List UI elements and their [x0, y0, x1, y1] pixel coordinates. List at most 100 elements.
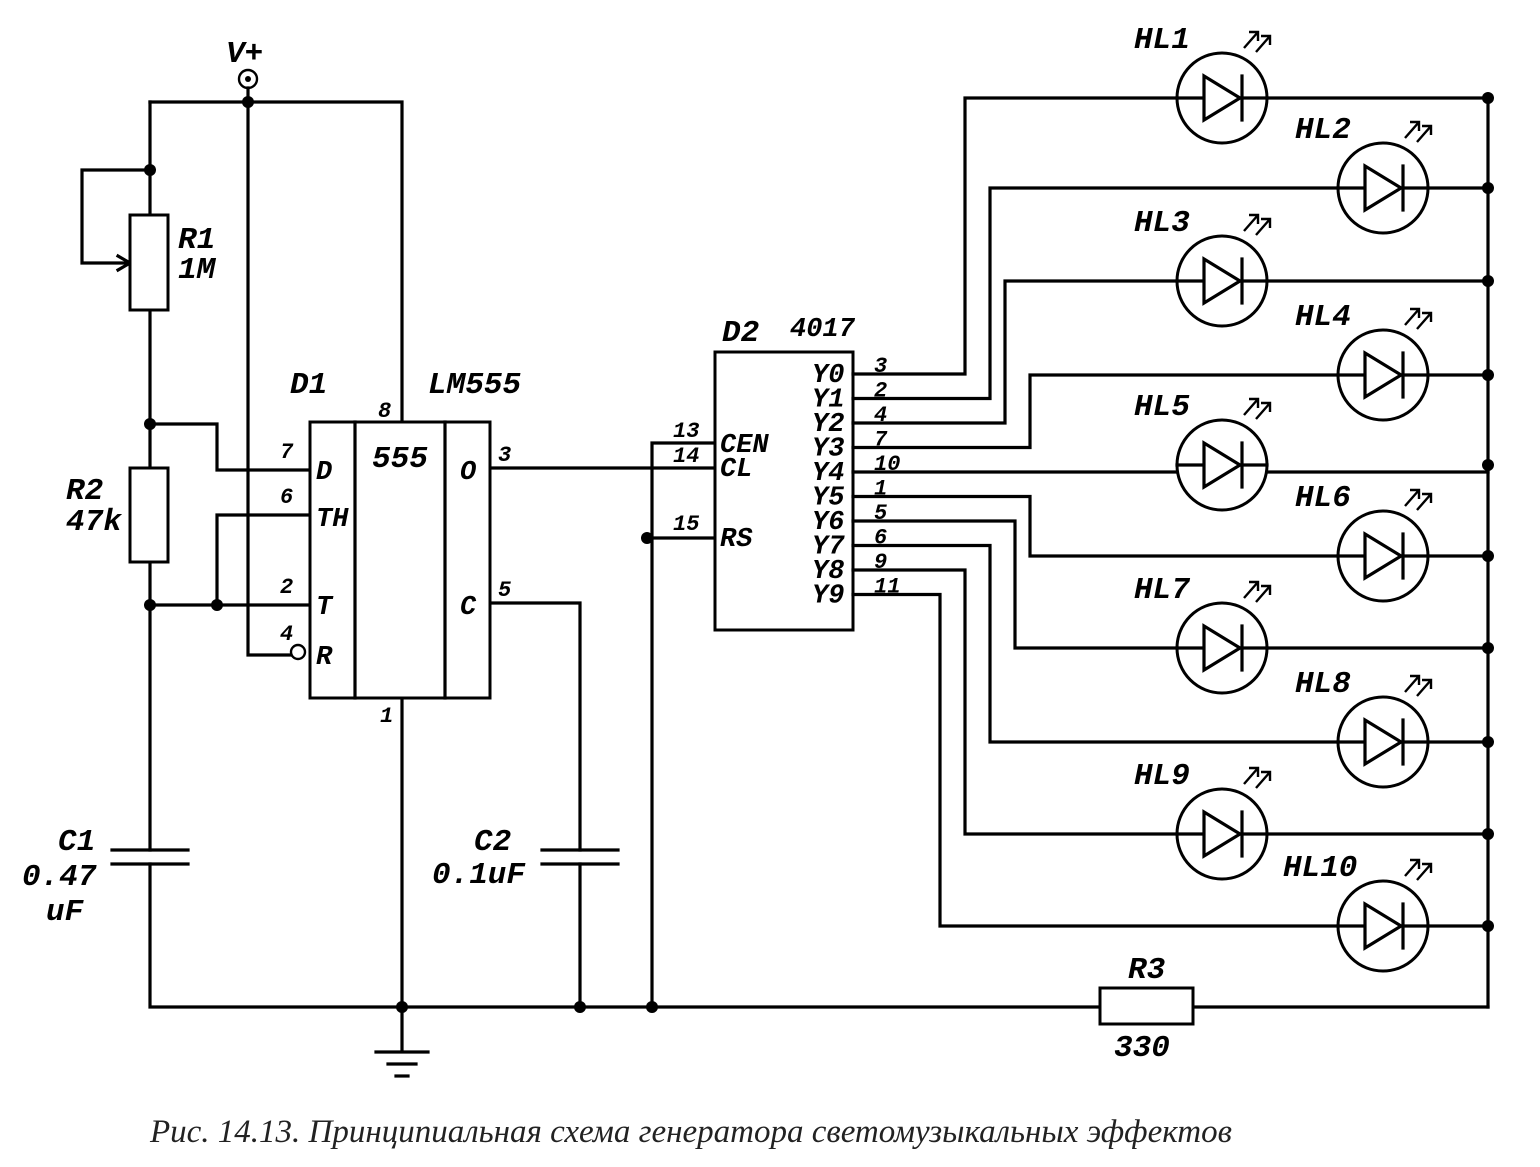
d2-ref: D2 — [722, 316, 759, 351]
d2-output-name-y0: Y0 — [812, 361, 844, 391]
led-rail-junction — [1482, 182, 1494, 194]
d2-part: 4017 — [790, 315, 856, 345]
led-rail-junction — [1482, 920, 1494, 932]
d1-pin-7-name: D — [316, 458, 332, 488]
d1-pin-7-num: 7 — [280, 440, 294, 465]
d2-output-name-y7: Y7 — [812, 533, 845, 563]
light-arrow-icon — [1255, 217, 1272, 236]
resistor-r2: R2 47k — [66, 466, 170, 564]
light-arrow-icon — [1404, 488, 1421, 507]
d1-pin-4-num: 4 — [280, 622, 293, 647]
d1-reset-inversion-circle — [289, 643, 307, 661]
r2-ref: R2 — [66, 474, 103, 509]
d1-pin-2-num: 2 — [280, 575, 293, 600]
light-arrow-icon — [1243, 766, 1260, 785]
led-label-hl6: HL6 — [1295, 481, 1351, 516]
output-wire-y5 — [851, 494, 1490, 558]
led-rail-junction — [1482, 642, 1494, 654]
led-label-hl9: HL9 — [1134, 759, 1190, 794]
light-arrow-icon — [1255, 34, 1272, 53]
ground-symbol — [374, 1050, 430, 1078]
d2-output-name-y3: Y3 — [812, 435, 844, 465]
led-rail-junction — [1482, 369, 1494, 381]
c2-ref: C2 — [474, 825, 511, 860]
led-label-hl5: HL5 — [1134, 390, 1190, 425]
supply-label: V+ — [226, 37, 263, 72]
light-arrow-icon — [1255, 770, 1272, 789]
r2-value: 47k — [66, 505, 122, 540]
led-hl9: HL9 — [1134, 759, 1494, 881]
output-wire-y9 — [851, 592, 1490, 928]
led-rail-junction — [1482, 550, 1494, 562]
diode-triangle-icon — [1363, 350, 1405, 400]
d2-pin-rs-name: RS — [720, 525, 753, 555]
c1-unit: uF — [46, 895, 85, 930]
capacitor-c2: C2 0.1uF — [432, 825, 620, 893]
led-rail-junction — [1482, 92, 1494, 104]
led-hl8: HL8 — [1295, 667, 1494, 789]
light-arrow-icon — [1416, 492, 1433, 511]
r1-ref: R1 — [178, 223, 215, 258]
d1-pin-3-name: O — [460, 458, 476, 488]
output-wire-y3 — [851, 373, 1490, 450]
d2-pin-15-num: 15 — [673, 512, 699, 537]
light-arrow-icon — [1243, 580, 1260, 599]
d1-pin-2-name: T — [316, 593, 334, 623]
led-label-hl8: HL8 — [1295, 667, 1351, 702]
led-label-hl7: HL7 — [1134, 573, 1190, 608]
diode-triangle-icon — [1202, 440, 1244, 490]
led-label-hl1: HL1 — [1134, 23, 1190, 58]
d2-pin-13-num: 13 — [673, 419, 699, 444]
figure-caption: Рис. 14.13. Принципиальная схема генерат… — [149, 1114, 1232, 1150]
d1-pin-bottom: 1 — [380, 704, 393, 729]
d1-pin-top: 8 — [378, 399, 391, 424]
ic-d1-555: D1 LM555 555 8 1 7 D 6 TH 2 T 4 R 3 O 5 … — [280, 368, 521, 729]
light-arrow-icon — [1404, 674, 1421, 693]
resistor-r1: R1 1M — [128, 213, 217, 312]
d2-output-name-y1: Y1 — [812, 386, 844, 416]
led-hl1: HL1 — [1134, 23, 1494, 145]
light-arrow-icon — [1416, 311, 1433, 330]
d2-output-name-y8: Y8 — [812, 557, 844, 587]
d2-pin-cen-name: CEN — [720, 431, 769, 461]
d2-pin-14-num: 14 — [673, 444, 699, 469]
led-hl4: HL4 — [1295, 300, 1494, 422]
light-arrow-icon — [1404, 858, 1421, 877]
r1-value: 1M — [178, 253, 217, 288]
d2-output-name-y5: Y5 — [812, 484, 844, 514]
d2-output-name-y6: Y6 — [812, 508, 844, 538]
diode-triangle-icon — [1363, 531, 1405, 581]
output-wire-y1 — [851, 186, 1490, 401]
led-hl10: HL10 — [1283, 851, 1494, 973]
led-rail-junction — [1482, 275, 1494, 287]
led-label-hl2: HL2 — [1295, 113, 1351, 148]
light-arrow-icon — [1404, 307, 1421, 326]
light-arrow-icon — [1243, 30, 1260, 49]
led-label-hl3: HL3 — [1134, 206, 1190, 241]
diode-triangle-icon — [1363, 901, 1405, 951]
d2-output-name-y2: Y2 — [812, 410, 844, 440]
d1-pin-5-name: C — [460, 593, 477, 623]
diode-triangle-icon — [1202, 623, 1244, 673]
light-arrow-icon — [1416, 862, 1433, 881]
c1-ref: C1 — [58, 825, 95, 860]
led-rail-junction — [1482, 459, 1494, 471]
led-label-hl4: HL4 — [1295, 300, 1351, 335]
led-hl3: HL3 — [1134, 206, 1494, 328]
d1-body-label: 555 — [372, 442, 428, 477]
led-hl6: HL6 — [1295, 481, 1494, 603]
led-hl7: HL7 — [1134, 573, 1494, 695]
diode-triangle-icon — [1363, 163, 1405, 213]
light-arrow-icon — [1404, 120, 1421, 139]
junction-dots — [144, 96, 658, 1013]
d1-pin-4-name: R — [316, 643, 333, 673]
light-arrow-icon — [1243, 213, 1260, 232]
d1-pin-5-num: 5 — [498, 578, 511, 603]
d1-pin-6-name: TH — [316, 505, 349, 535]
led-hl5: HL5 — [1134, 390, 1494, 512]
led-rail-junction — [1482, 736, 1494, 748]
d2-output-name-y4: Y4 — [812, 459, 844, 489]
led-label-hl10: HL10 — [1283, 851, 1357, 886]
